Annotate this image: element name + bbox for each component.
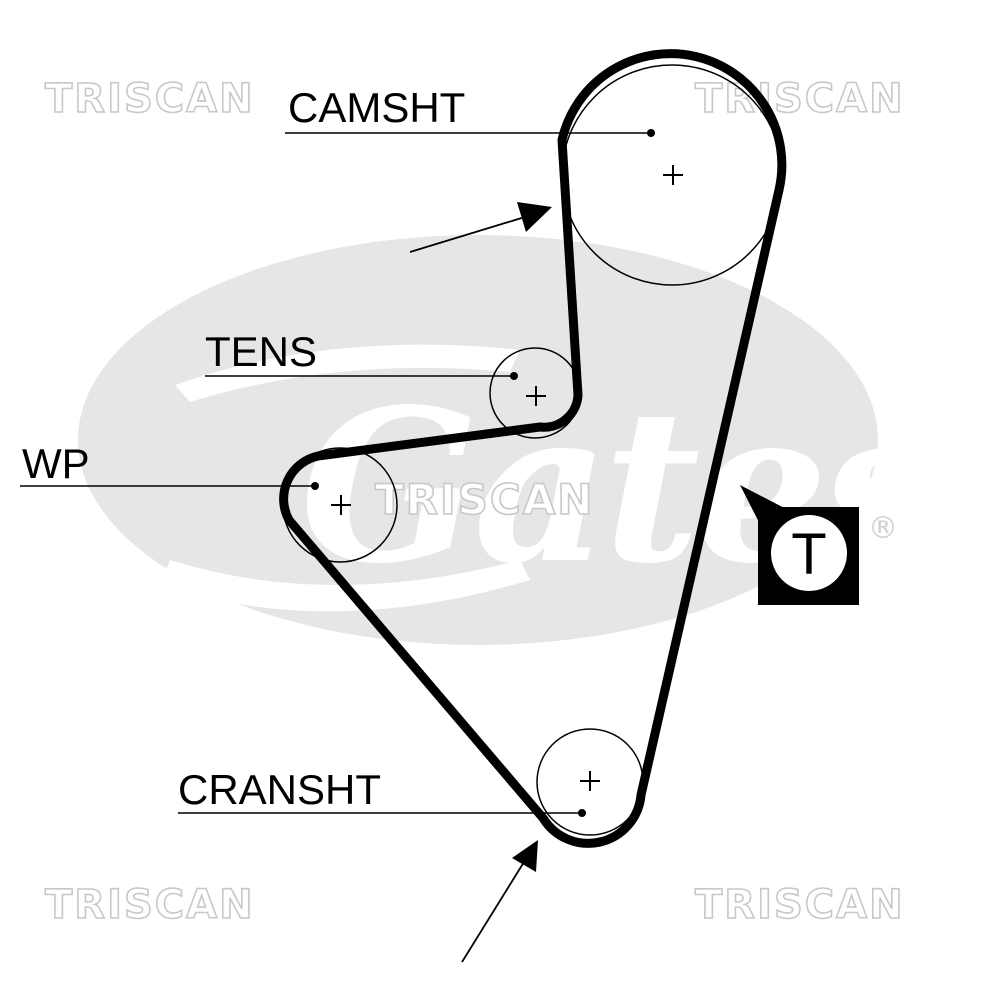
watermark-top-right: TRISCAN bbox=[695, 76, 905, 122]
timing-belt bbox=[279, 49, 787, 848]
water-pump-center-mark bbox=[331, 495, 351, 515]
gates-logo-watermark: Gates ® bbox=[78, 235, 942, 645]
badge-circle bbox=[771, 515, 847, 591]
badge-text: T bbox=[791, 522, 826, 587]
watermark-center: TRISCAN bbox=[375, 475, 594, 524]
watermark-top-left: TRISCAN bbox=[45, 76, 255, 122]
gates-logo-swoosh bbox=[175, 344, 520, 402]
water-pump-timing-dot bbox=[311, 482, 319, 490]
registered-mark: ® bbox=[868, 511, 898, 546]
water-pump-label: WP bbox=[22, 440, 90, 487]
tensioner-badge: T bbox=[740, 485, 859, 605]
gates-logo-oval bbox=[78, 235, 878, 645]
direction-arrow-upper bbox=[409, 202, 552, 253]
direction-arrow-lower bbox=[461, 840, 538, 963]
tensioner-center-mark bbox=[526, 386, 546, 406]
tensioner-timing-dot bbox=[510, 372, 518, 380]
watermark-bottom-right: TRISCAN bbox=[695, 882, 905, 928]
watermark-bottom-left: TRISCAN bbox=[45, 882, 255, 928]
camshaft-timing-dot bbox=[647, 129, 655, 137]
crankshaft-timing-dot bbox=[578, 809, 586, 817]
tensioner-label: TENS bbox=[205, 328, 317, 375]
crankshaft-label: CRANSHT bbox=[178, 766, 381, 813]
crankshaft-center-mark bbox=[580, 771, 600, 791]
camshaft-center-mark bbox=[663, 165, 683, 185]
camshaft-label: CAMSHT bbox=[288, 84, 465, 131]
